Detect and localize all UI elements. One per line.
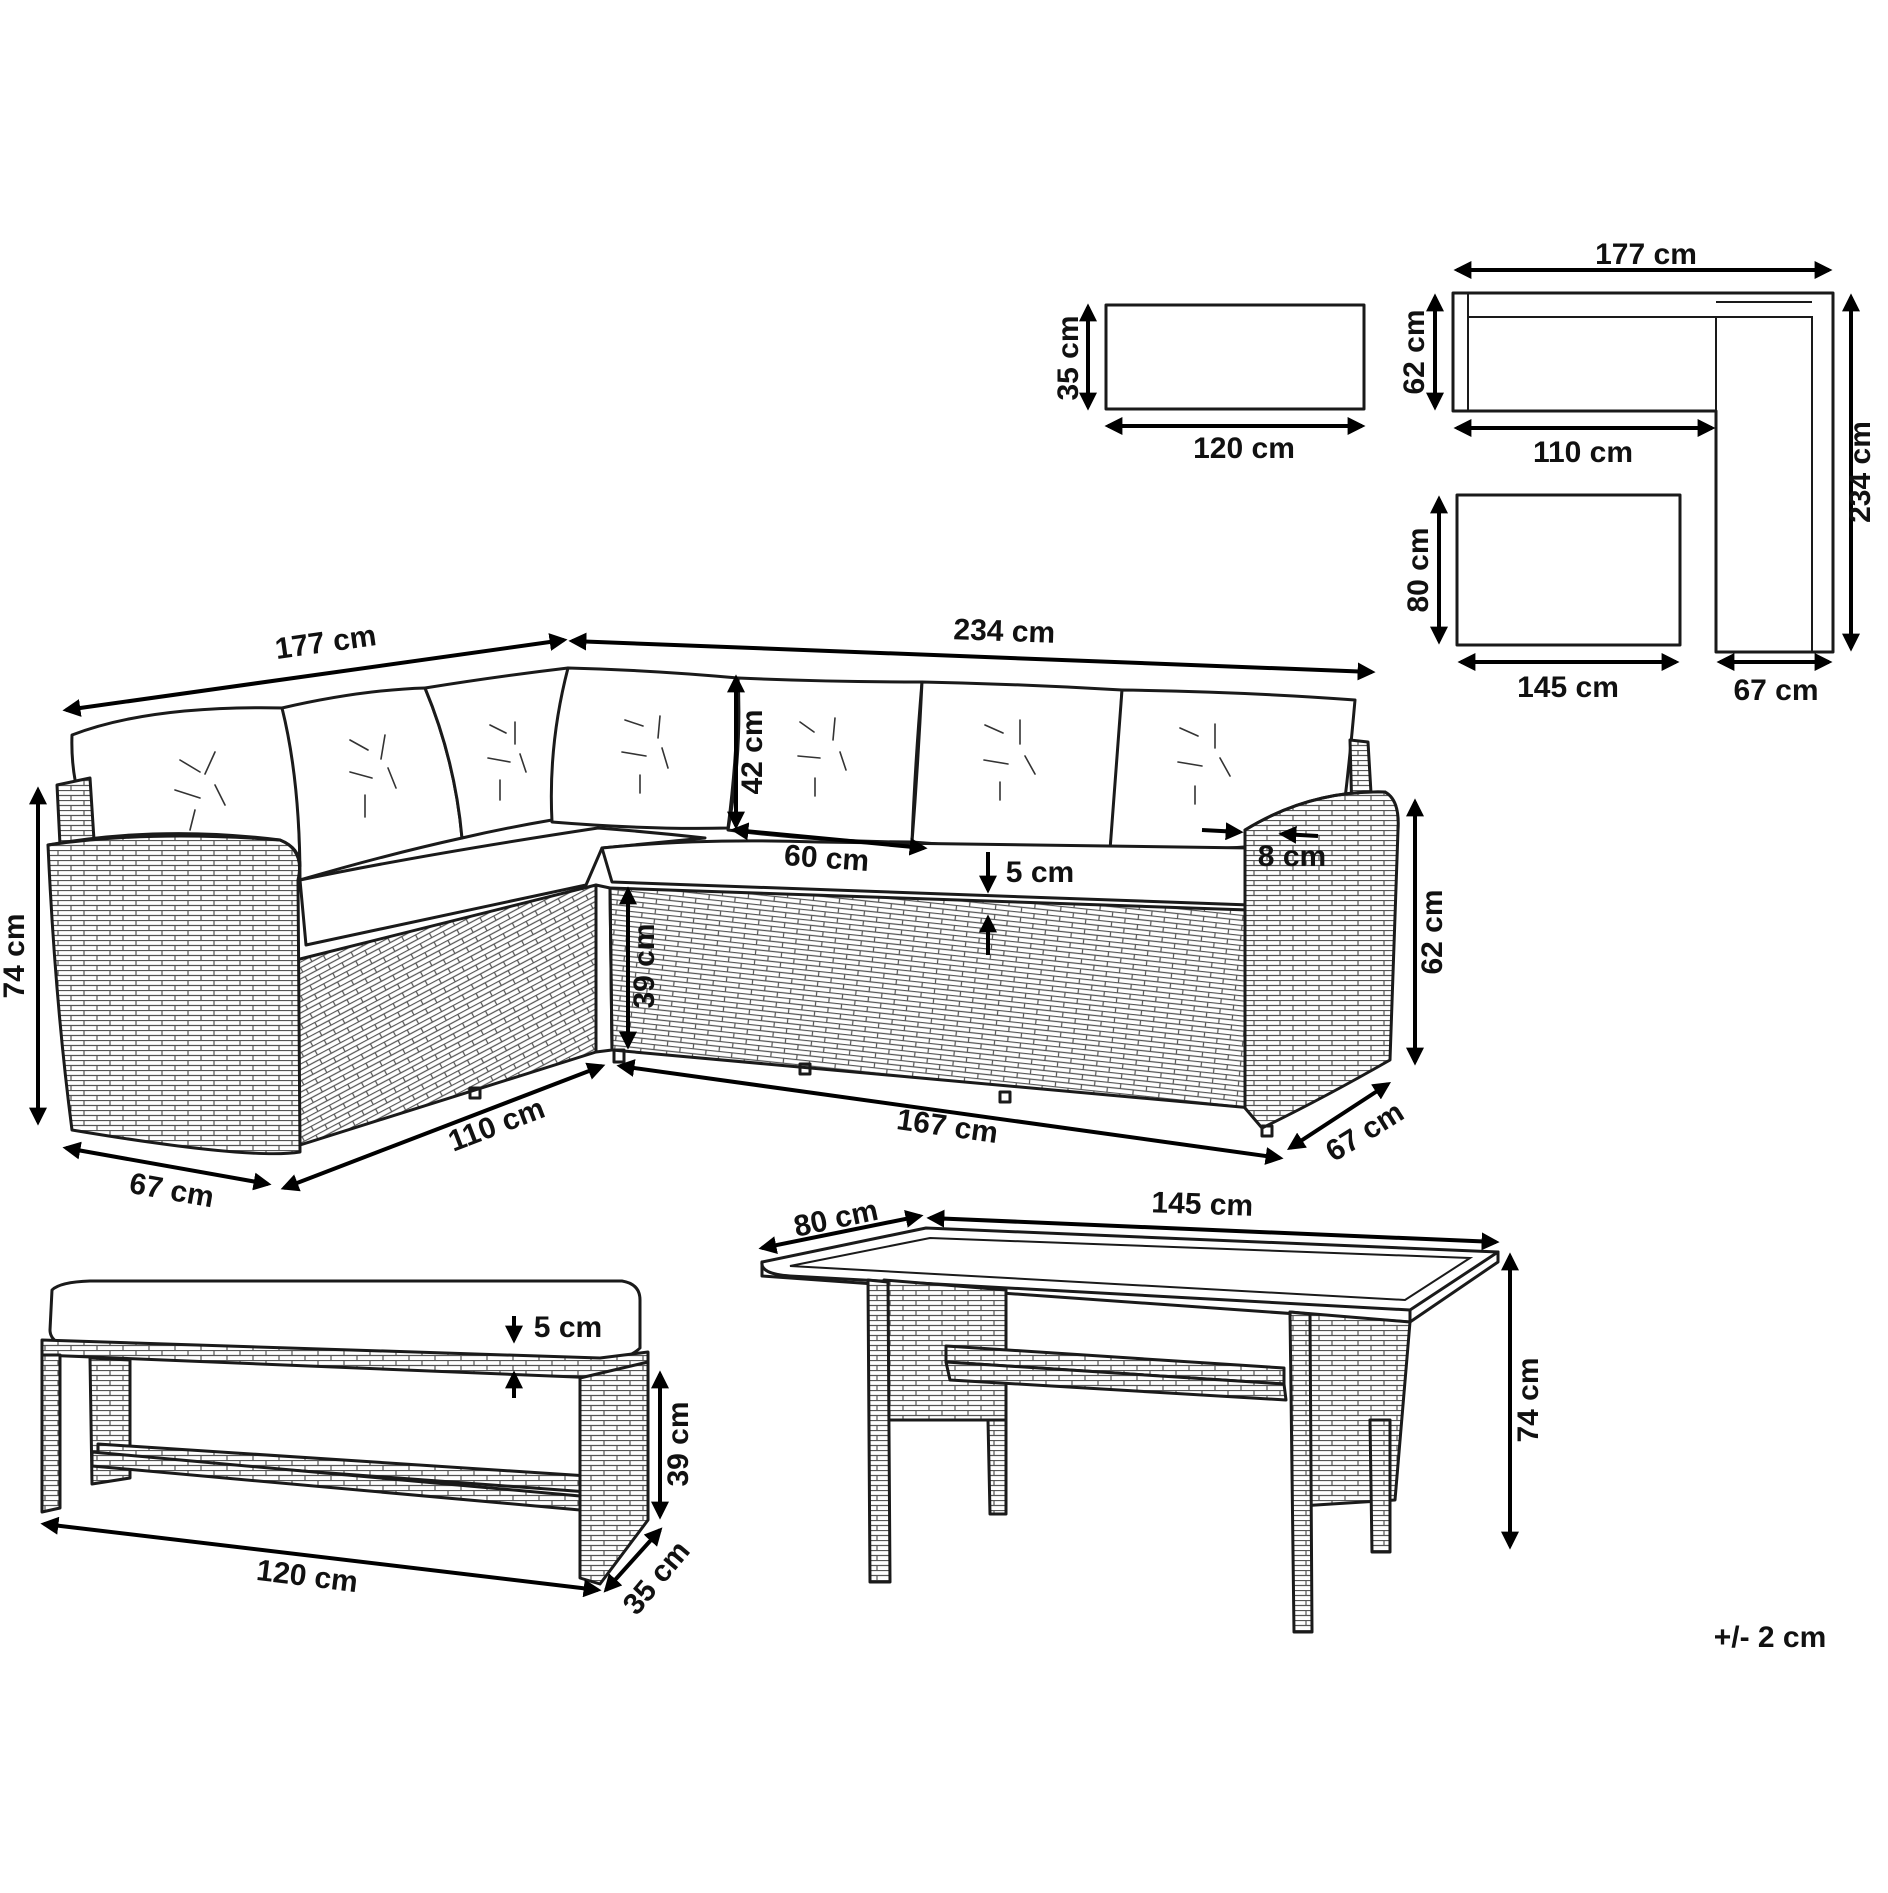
table-right-leg-front (1288, 1310, 1314, 1634)
table-stretcher-front (944, 1360, 1288, 1402)
sofa-back-cushion-4 (549, 666, 740, 830)
dim-sofa-cushion-width (730, 822, 928, 856)
label-sofa-seat-height: 39 cm (628, 923, 661, 1008)
sofa-right-arm-top (1243, 790, 1387, 832)
sofa-left-arm-back (55, 776, 96, 847)
label-plan-sofa-length: 234 cm (1844, 421, 1877, 523)
label-table-height: 74 cm (1512, 1357, 1545, 1442)
label-sofa-cushion-width: 60 cm (783, 839, 870, 878)
table-right-leg-back (1368, 1418, 1392, 1554)
label-table-depth: 80 cm (791, 1194, 881, 1244)
dim-sofa-long-length (568, 632, 1376, 681)
sofa-long-base (608, 886, 1254, 1110)
label-sofa-arm-height: 62 cm (1416, 889, 1449, 974)
bench-drawing: 5 cm 39 cm 120 cm 35 cm (40, 1279, 697, 1621)
bench-left-leg-panel (40, 1353, 62, 1514)
sofa-corner-joint (594, 883, 614, 1054)
dim-sofa-arm-thickness (1201, 822, 1244, 841)
table-left-leg-back (986, 1418, 1008, 1516)
label-sofa-short-length: 177 cm (273, 619, 378, 666)
label-sofa-base-long: 167 cm (895, 1103, 1000, 1150)
label-sofa-arm-thickness: 8 cm (1258, 840, 1326, 873)
sofa-back-cushion-6 (910, 680, 1124, 852)
plan-footstool (1104, 303, 1366, 411)
dim-sofa-base-long (616, 1059, 1284, 1165)
dim-bench-width (40, 1516, 602, 1598)
label-bench-cushion-thickness: 5 cm (534, 1311, 602, 1344)
label-table-width: 145 cm (1151, 1186, 1254, 1223)
label-sofa-total-height: 74 cm (0, 913, 31, 998)
table-left-leg-front (866, 1278, 892, 1584)
dim-sofa-depth-right (1286, 1082, 1392, 1150)
sofa-foot-1 (468, 1086, 482, 1100)
label-sofa-depth-right: 67 cm (1320, 1095, 1410, 1168)
plan-view: 35 cm 120 cm 177 cm 62 cm 110 cm 234 cm … (1052, 238, 1877, 707)
dim-table-depth (758, 1210, 924, 1254)
label-sofa-backrest-height: 42 cm (736, 709, 769, 794)
sofa-foot-3 (798, 1062, 812, 1076)
plan-table (1455, 493, 1682, 647)
label-plan-table-width: 145 cm (1517, 671, 1619, 704)
dim-sofa-base-short (280, 1062, 606, 1192)
label-plan-footstool-depth: 35 cm (1052, 315, 1085, 400)
sofa-left-arm (46, 834, 302, 1156)
tolerance-note: +/- 2 cm (1714, 1621, 1827, 1654)
label-sofa-cushion-thickness: 5 cm (1006, 856, 1074, 889)
dim-table-width (926, 1209, 1500, 1251)
corner-sofa-drawing: 177 cm 234 cm 74 cm 62 cm 42 cm 60 cm 5 … (0, 613, 1449, 1214)
label-plan-footstool-width: 120 cm (1193, 432, 1295, 465)
label-bench-height: 39 cm (662, 1401, 695, 1486)
plan-corner-sofa-inner (1467, 293, 1813, 652)
dim-sofa-short-length (62, 633, 568, 717)
dim-sofa-arm-thickness-2 (1278, 825, 1319, 844)
dim-bench-depth (603, 1527, 663, 1593)
dim-sofa-depth-left (62, 1141, 272, 1191)
label-sofa-base-short: 110 cm (444, 1092, 549, 1159)
sofa-tufting (174, 715, 1231, 831)
dining-table-drawing: 80 cm 145 cm 74 cm (758, 1186, 1545, 1634)
sofa-seat-cushion-short (298, 826, 707, 947)
label-plan-table-depth: 80 cm (1402, 527, 1435, 612)
label-plan-sofa-width: 177 cm (1595, 238, 1697, 271)
sofa-left-arm-top (46, 832, 302, 868)
label-plan-sofa-depth-short: 62 cm (1398, 309, 1431, 394)
label-plan-sofa-depth-long: 67 cm (1733, 674, 1818, 707)
sofa-foot-4 (998, 1090, 1012, 1104)
plan-corner-sofa (1451, 291, 1835, 654)
label-plan-sofa-seat-width: 110 cm (1533, 436, 1633, 469)
bench-right-leg (578, 1360, 650, 1586)
sofa-foot-5 (1260, 1124, 1274, 1138)
label-sofa-long-length: 234 cm (953, 613, 1056, 650)
